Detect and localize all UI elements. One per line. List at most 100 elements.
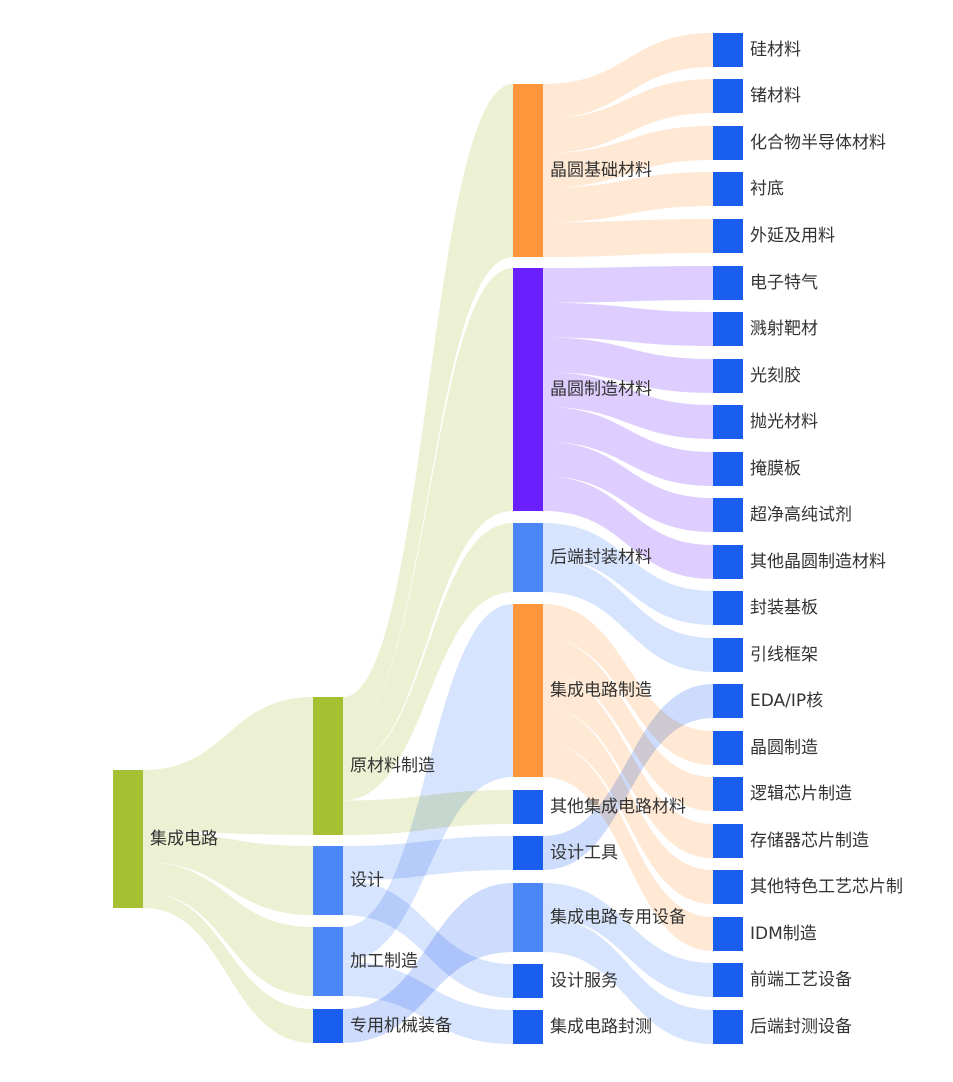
link-晶圆制造材料-抛光材料[interactable] bbox=[543, 372, 713, 439]
label-锗材料: 锗材料 bbox=[750, 86, 801, 106]
label-溅射靶材: 溅射靶材 bbox=[750, 319, 818, 339]
label-设计工具: 设计工具 bbox=[550, 843, 618, 863]
link-原材料制造-晶圆制造材料[interactable] bbox=[343, 268, 513, 766]
link-设计工具-EDA/IP核[interactable] bbox=[543, 684, 713, 870]
sankey-links bbox=[143, 33, 713, 1044]
node-设计[interactable] bbox=[313, 846, 343, 915]
label-集成电路制造: 集成电路制造 bbox=[550, 681, 652, 701]
link-晶圆制造材料-电子特气[interactable] bbox=[543, 266, 713, 303]
label-电子特气: 电子特气 bbox=[750, 273, 818, 293]
label-集成电路: 集成电路 bbox=[150, 829, 218, 849]
link-集成电路专用设备-后端封测设备[interactable] bbox=[543, 917, 713, 1045]
node-逻辑芯片制造[interactable] bbox=[713, 777, 743, 811]
label-设计服务: 设计服务 bbox=[550, 971, 618, 991]
link-集成电路制造-其他特色工艺芯片制[interactable] bbox=[543, 707, 713, 904]
label-硅材料: 硅材料 bbox=[750, 40, 801, 60]
node-EDA-IP核[interactable] bbox=[713, 684, 743, 718]
sankey-labels: 集成电路 原材料制造 设计 加工制造 专用机械装备 晶圆基础材料 晶圆制造材料 … bbox=[150, 40, 903, 1037]
label-后端封装材料: 后端封装材料 bbox=[550, 548, 652, 568]
node-掩膜板[interactable] bbox=[713, 452, 743, 486]
link-集成电路-设计[interactable] bbox=[143, 831, 313, 915]
label-其他特色工艺芯片制: 其他特色工艺芯片制 bbox=[750, 877, 903, 897]
node-集成电路制造[interactable] bbox=[513, 604, 543, 777]
link-后端封装材料-封装基板[interactable] bbox=[543, 523, 713, 625]
link-集成电路-专用机械装备[interactable] bbox=[143, 892, 313, 1043]
node-集成电路封测[interactable] bbox=[513, 1010, 543, 1044]
link-晶圆制造材料-其他晶圆制造材料[interactable] bbox=[543, 476, 713, 579]
node-晶圆制造材料[interactable] bbox=[513, 268, 543, 511]
node-锗材料[interactable] bbox=[713, 79, 743, 113]
label-加工制造: 加工制造 bbox=[350, 952, 418, 972]
node-抛光材料[interactable] bbox=[713, 405, 743, 439]
node-集成电路专用设备[interactable] bbox=[513, 883, 543, 952]
node-后端封测设备[interactable] bbox=[713, 1010, 743, 1044]
link-集成电路-原材料制造[interactable] bbox=[143, 697, 313, 835]
node-引线框架[interactable] bbox=[713, 638, 743, 672]
node-集成电路[interactable] bbox=[113, 770, 143, 908]
node-电子特气[interactable] bbox=[713, 266, 743, 300]
node-原材料制造[interactable] bbox=[313, 697, 343, 835]
link-晶圆制造材料-溅射靶材[interactable] bbox=[543, 302, 713, 346]
label-光刻胶: 光刻胶 bbox=[750, 366, 801, 386]
label-超净高纯试剂: 超净高纯试剂 bbox=[750, 505, 852, 525]
label-封装基板: 封装基板 bbox=[750, 598, 818, 618]
node-存储器芯片制造[interactable] bbox=[713, 824, 743, 858]
node-封装基板[interactable] bbox=[713, 591, 743, 625]
link-加工制造-集成电路制造[interactable] bbox=[343, 604, 513, 962]
label-EDA-IP核: EDA/IP核 bbox=[750, 691, 823, 711]
link-晶圆基础材料-化合物半导体材料[interactable] bbox=[543, 126, 713, 188]
label-存储器芯片制造: 存储器芯片制造 bbox=[750, 831, 869, 851]
node-衬底[interactable] bbox=[713, 172, 743, 206]
node-晶圆基础材料[interactable] bbox=[513, 84, 543, 257]
node-其他晶圆制造材料[interactable] bbox=[713, 545, 743, 579]
label-引线框架: 引线框架 bbox=[750, 645, 818, 665]
link-加工制造-集成电路封测[interactable] bbox=[343, 961, 513, 1045]
label-掩膜板: 掩膜板 bbox=[750, 459, 801, 479]
label-晶圆基础材料: 晶圆基础材料 bbox=[550, 161, 652, 181]
node-设计服务[interactable] bbox=[513, 964, 543, 998]
label-原材料制造: 原材料制造 bbox=[350, 756, 435, 776]
node-IDM制造[interactable] bbox=[713, 917, 743, 951]
label-集成电路封测: 集成电路封测 bbox=[550, 1017, 652, 1037]
node-设计工具[interactable] bbox=[513, 836, 543, 870]
node-硅材料[interactable] bbox=[713, 33, 743, 67]
label-晶圆制造材料: 晶圆制造材料 bbox=[550, 380, 652, 400]
link-晶圆制造材料-掩膜板[interactable] bbox=[543, 406, 713, 486]
node-其他特色工艺芯片制[interactable] bbox=[713, 870, 743, 904]
node-后端封装材料[interactable] bbox=[513, 523, 543, 592]
node-专用机械装备[interactable] bbox=[313, 1009, 343, 1043]
label-衬底: 衬底 bbox=[750, 179, 784, 199]
label-化合物半导体材料: 化合物半导体材料 bbox=[750, 133, 886, 153]
label-晶圆制造: 晶圆制造 bbox=[750, 738, 818, 758]
link-晶圆基础材料-锗材料[interactable] bbox=[543, 79, 713, 154]
label-集成电路专用设备: 集成电路专用设备 bbox=[550, 908, 686, 928]
label-设计: 设计 bbox=[350, 871, 384, 891]
node-加工制造[interactable] bbox=[313, 927, 343, 996]
link-原材料制造-晶圆基础材料[interactable] bbox=[343, 84, 513, 732]
node-外延及用料[interactable] bbox=[713, 219, 743, 253]
link-后端封装材料-引线框架[interactable] bbox=[543, 557, 713, 673]
node-晶圆制造[interactable] bbox=[713, 731, 743, 765]
label-逻辑芯片制造: 逻辑芯片制造 bbox=[750, 784, 852, 804]
link-集成电路制造-逻辑芯片制造[interactable] bbox=[543, 638, 713, 811]
node-超净高纯试剂[interactable] bbox=[713, 498, 743, 532]
link-集成电路专用设备-前端工艺设备[interactable] bbox=[543, 883, 713, 997]
node-其他集成电路材料[interactable] bbox=[513, 790, 543, 824]
node-光刻胶[interactable] bbox=[713, 359, 743, 393]
link-集成电路-加工制造[interactable] bbox=[143, 862, 313, 996]
label-其他晶圆制造材料: 其他晶圆制造材料 bbox=[750, 552, 886, 572]
link-专用机械装备-集成电路专用设备[interactable] bbox=[343, 883, 513, 1043]
link-晶圆基础材料-硅材料[interactable] bbox=[543, 33, 713, 119]
link-晶圆基础材料-外延及用料[interactable] bbox=[543, 219, 713, 257]
label-前端工艺设备: 前端工艺设备 bbox=[750, 970, 852, 990]
link-晶圆制造材料-光刻胶[interactable] bbox=[543, 337, 713, 393]
link-原材料制造-后端封装材料[interactable] bbox=[343, 523, 513, 801]
label-IDM制造: IDM制造 bbox=[750, 924, 817, 944]
link-集成电路制造-IDM制造[interactable] bbox=[543, 742, 713, 951]
node-溅射靶材[interactable] bbox=[713, 312, 743, 346]
link-晶圆基础材料-衬底[interactable] bbox=[543, 172, 713, 223]
node-化合物半导体材料[interactable] bbox=[713, 126, 743, 160]
label-抛光材料: 抛光材料 bbox=[750, 412, 818, 432]
node-前端工艺设备[interactable] bbox=[713, 963, 743, 997]
link-晶圆制造材料-超净高纯试剂[interactable] bbox=[543, 441, 713, 532]
